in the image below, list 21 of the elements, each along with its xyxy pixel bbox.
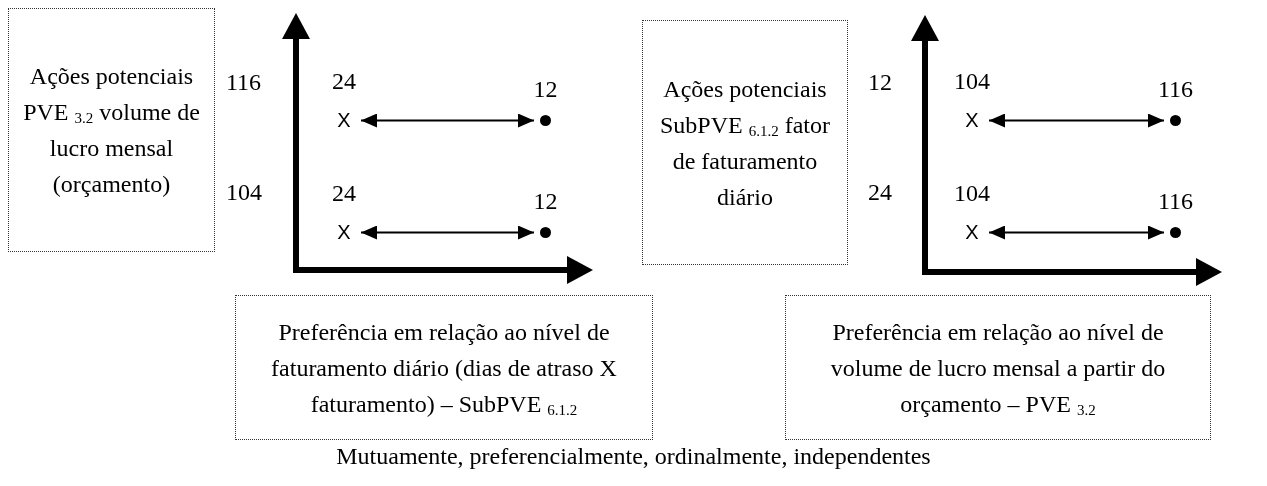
value-label: 116 [1157, 75, 1194, 103]
text-box: Preferência em relação ao nível de volume de lucro mensal a partir do orçamento – PVE $_{3.2}$ [785, 295, 1211, 440]
double-arrow [988, 113, 1165, 128]
value-label: 12 [533, 187, 558, 215]
axis-value: 24 [868, 178, 892, 206]
axis-value: 104 [226, 178, 262, 206]
value-label: 24 [332, 179, 356, 207]
text-box: Ações potenciais PVE $_{3.2}$ volume de lucro mensal (orçamento) [8, 8, 215, 252]
double-arrow [988, 225, 1165, 240]
value-label: 116 [1157, 187, 1194, 215]
text-box: Preferência em relação ao nível de faturamento diário (dias de atraso X faturamento) – SubPVE $_{6.1.2}$ [235, 295, 653, 440]
axis-value: 12 [868, 68, 892, 96]
caption: Mutuamente, preferencialmente, ordinalmente, independentes [335, 442, 932, 470]
value-label: 104 [954, 67, 990, 95]
value-label: 104 [954, 179, 990, 207]
value-label: 24 [332, 67, 356, 95]
value-label: 12 [533, 75, 558, 103]
double-arrow [360, 225, 535, 240]
axis-value: 116 [226, 68, 262, 96]
double-arrow [360, 113, 535, 128]
text-box: Ações potenciais SubPVE $_{6.1.2}$ fator de faturamento diário [642, 20, 848, 265]
